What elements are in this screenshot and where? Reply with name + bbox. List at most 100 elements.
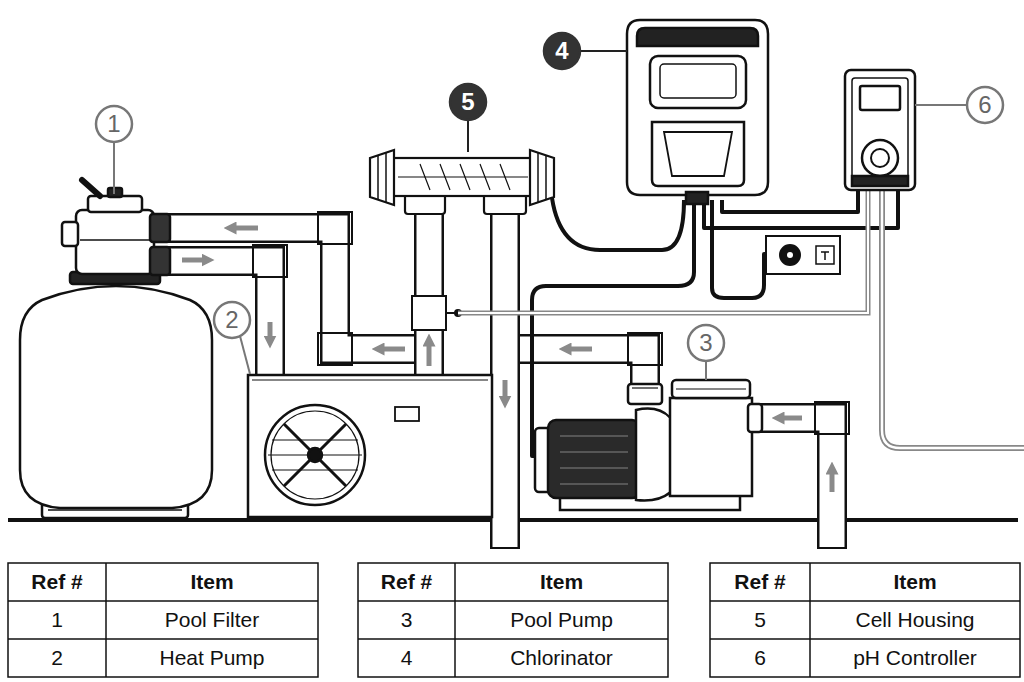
- flow-arrow: [778, 416, 802, 421]
- pipework: [760, 418, 832, 548]
- heat-pump: [272, 440, 358, 441]
- callout-number: 6: [967, 87, 1003, 123]
- probe-line: [458, 190, 868, 313]
- table-cell: Cell Housing: [810, 601, 1020, 639]
- table-cell: 2: [8, 639, 106, 677]
- ph-controller: [860, 86, 900, 110]
- pipework: [815, 402, 849, 434]
- table-header: Ref #: [358, 563, 455, 601]
- pool-pump: [628, 384, 662, 404]
- table-header: Item: [810, 563, 1020, 601]
- cell-housing: [530, 150, 554, 205]
- legend-table: [358, 600, 668, 602]
- dosing-tube: [882, 190, 1024, 448]
- cell-housing: [537, 153, 539, 203]
- flow-arrow: [182, 258, 208, 263]
- chlorinator: [686, 192, 708, 204]
- pipework: [817, 547, 847, 549]
- pipework: [515, 349, 645, 392]
- legend-table: [8, 563, 318, 677]
- pool-filter: [88, 196, 142, 212]
- chlorinator: [637, 28, 758, 46]
- probe-fitting: [412, 296, 446, 330]
- pool-filter: [150, 214, 170, 242]
- callout-marker: [705, 361, 707, 380]
- pipework: [490, 547, 520, 549]
- table-cell: 3: [358, 601, 455, 639]
- cable: [552, 198, 684, 250]
- probe-line: [458, 190, 868, 313]
- cell-housing: [377, 156, 379, 200]
- cell-housing: [545, 156, 547, 200]
- ph-controller: [845, 70, 915, 190]
- callout-marker: [96, 106, 132, 142]
- pool-pump: [672, 380, 750, 398]
- pool-filter: [76, 210, 154, 274]
- pool-filter: [82, 180, 100, 196]
- table-header: Ref #: [710, 563, 810, 601]
- pipework: [318, 212, 352, 244]
- probe-line: [458, 190, 868, 313]
- pool-pump: [670, 398, 752, 496]
- legend-table: [710, 638, 1020, 640]
- heat-pump: [252, 379, 488, 380]
- pool-filter: [150, 247, 170, 275]
- callout-marker: [967, 87, 1003, 123]
- pipework: [490, 212, 520, 548]
- cell-housing: [398, 176, 528, 177]
- legend-table: [358, 638, 668, 640]
- pool-filter: [80, 239, 150, 241]
- callout-marker: [240, 336, 250, 374]
- heat-pump: [308, 448, 322, 462]
- cell-housing: [370, 150, 554, 214]
- pool-pump: [748, 404, 762, 432]
- pipework: [628, 333, 662, 365]
- power-outlet: [821, 252, 829, 260]
- ph-controller: [862, 140, 898, 176]
- legend-table: [8, 638, 318, 640]
- pipework: [318, 333, 352, 365]
- callout-marker: [214, 302, 250, 338]
- dosing-tube: [882, 190, 1024, 448]
- chlorinator: [660, 64, 736, 98]
- table-header: Item: [455, 563, 668, 601]
- pipework: [150, 212, 849, 548]
- flow-arrow: [830, 468, 835, 492]
- flow-arrow: [230, 226, 258, 231]
- legend-table: [8, 600, 318, 602]
- flow-arrow: [378, 347, 405, 352]
- ph-controller: [852, 176, 908, 186]
- table-cell: 6: [710, 639, 810, 677]
- pool-pump: [560, 436, 628, 484]
- legend-table: [358, 563, 668, 677]
- table-cell: 1: [8, 601, 106, 639]
- cell-housing: [385, 153, 387, 203]
- chlorinator: [650, 56, 746, 108]
- power-outlet: [816, 246, 834, 264]
- flow-arrow: [565, 347, 592, 352]
- callout-number: 3: [688, 325, 724, 361]
- probe-fitting: [412, 296, 461, 330]
- chlorinator: [664, 132, 732, 176]
- pipework: [515, 349, 645, 392]
- power-outlet: [787, 252, 793, 258]
- callout-number: 2: [214, 302, 250, 338]
- table-cell: Heat Pump: [106, 639, 318, 677]
- table-cell: Pool Filter: [106, 601, 318, 639]
- pool-filter: [20, 180, 212, 518]
- pipework: [760, 418, 832, 548]
- table-cell: 5: [710, 601, 810, 639]
- legend-table: [454, 563, 456, 677]
- cell-housing: [370, 150, 394, 205]
- flow-arrow: [427, 340, 432, 366]
- ph-controller: [845, 70, 915, 190]
- callout-marker: [450, 84, 486, 120]
- pool-filter: [48, 509, 182, 511]
- table-cell: pH Controller: [810, 639, 1020, 677]
- chlorinator: [627, 20, 768, 195]
- callout-marker: [580, 50, 627, 52]
- dosing-tube: [882, 190, 1024, 448]
